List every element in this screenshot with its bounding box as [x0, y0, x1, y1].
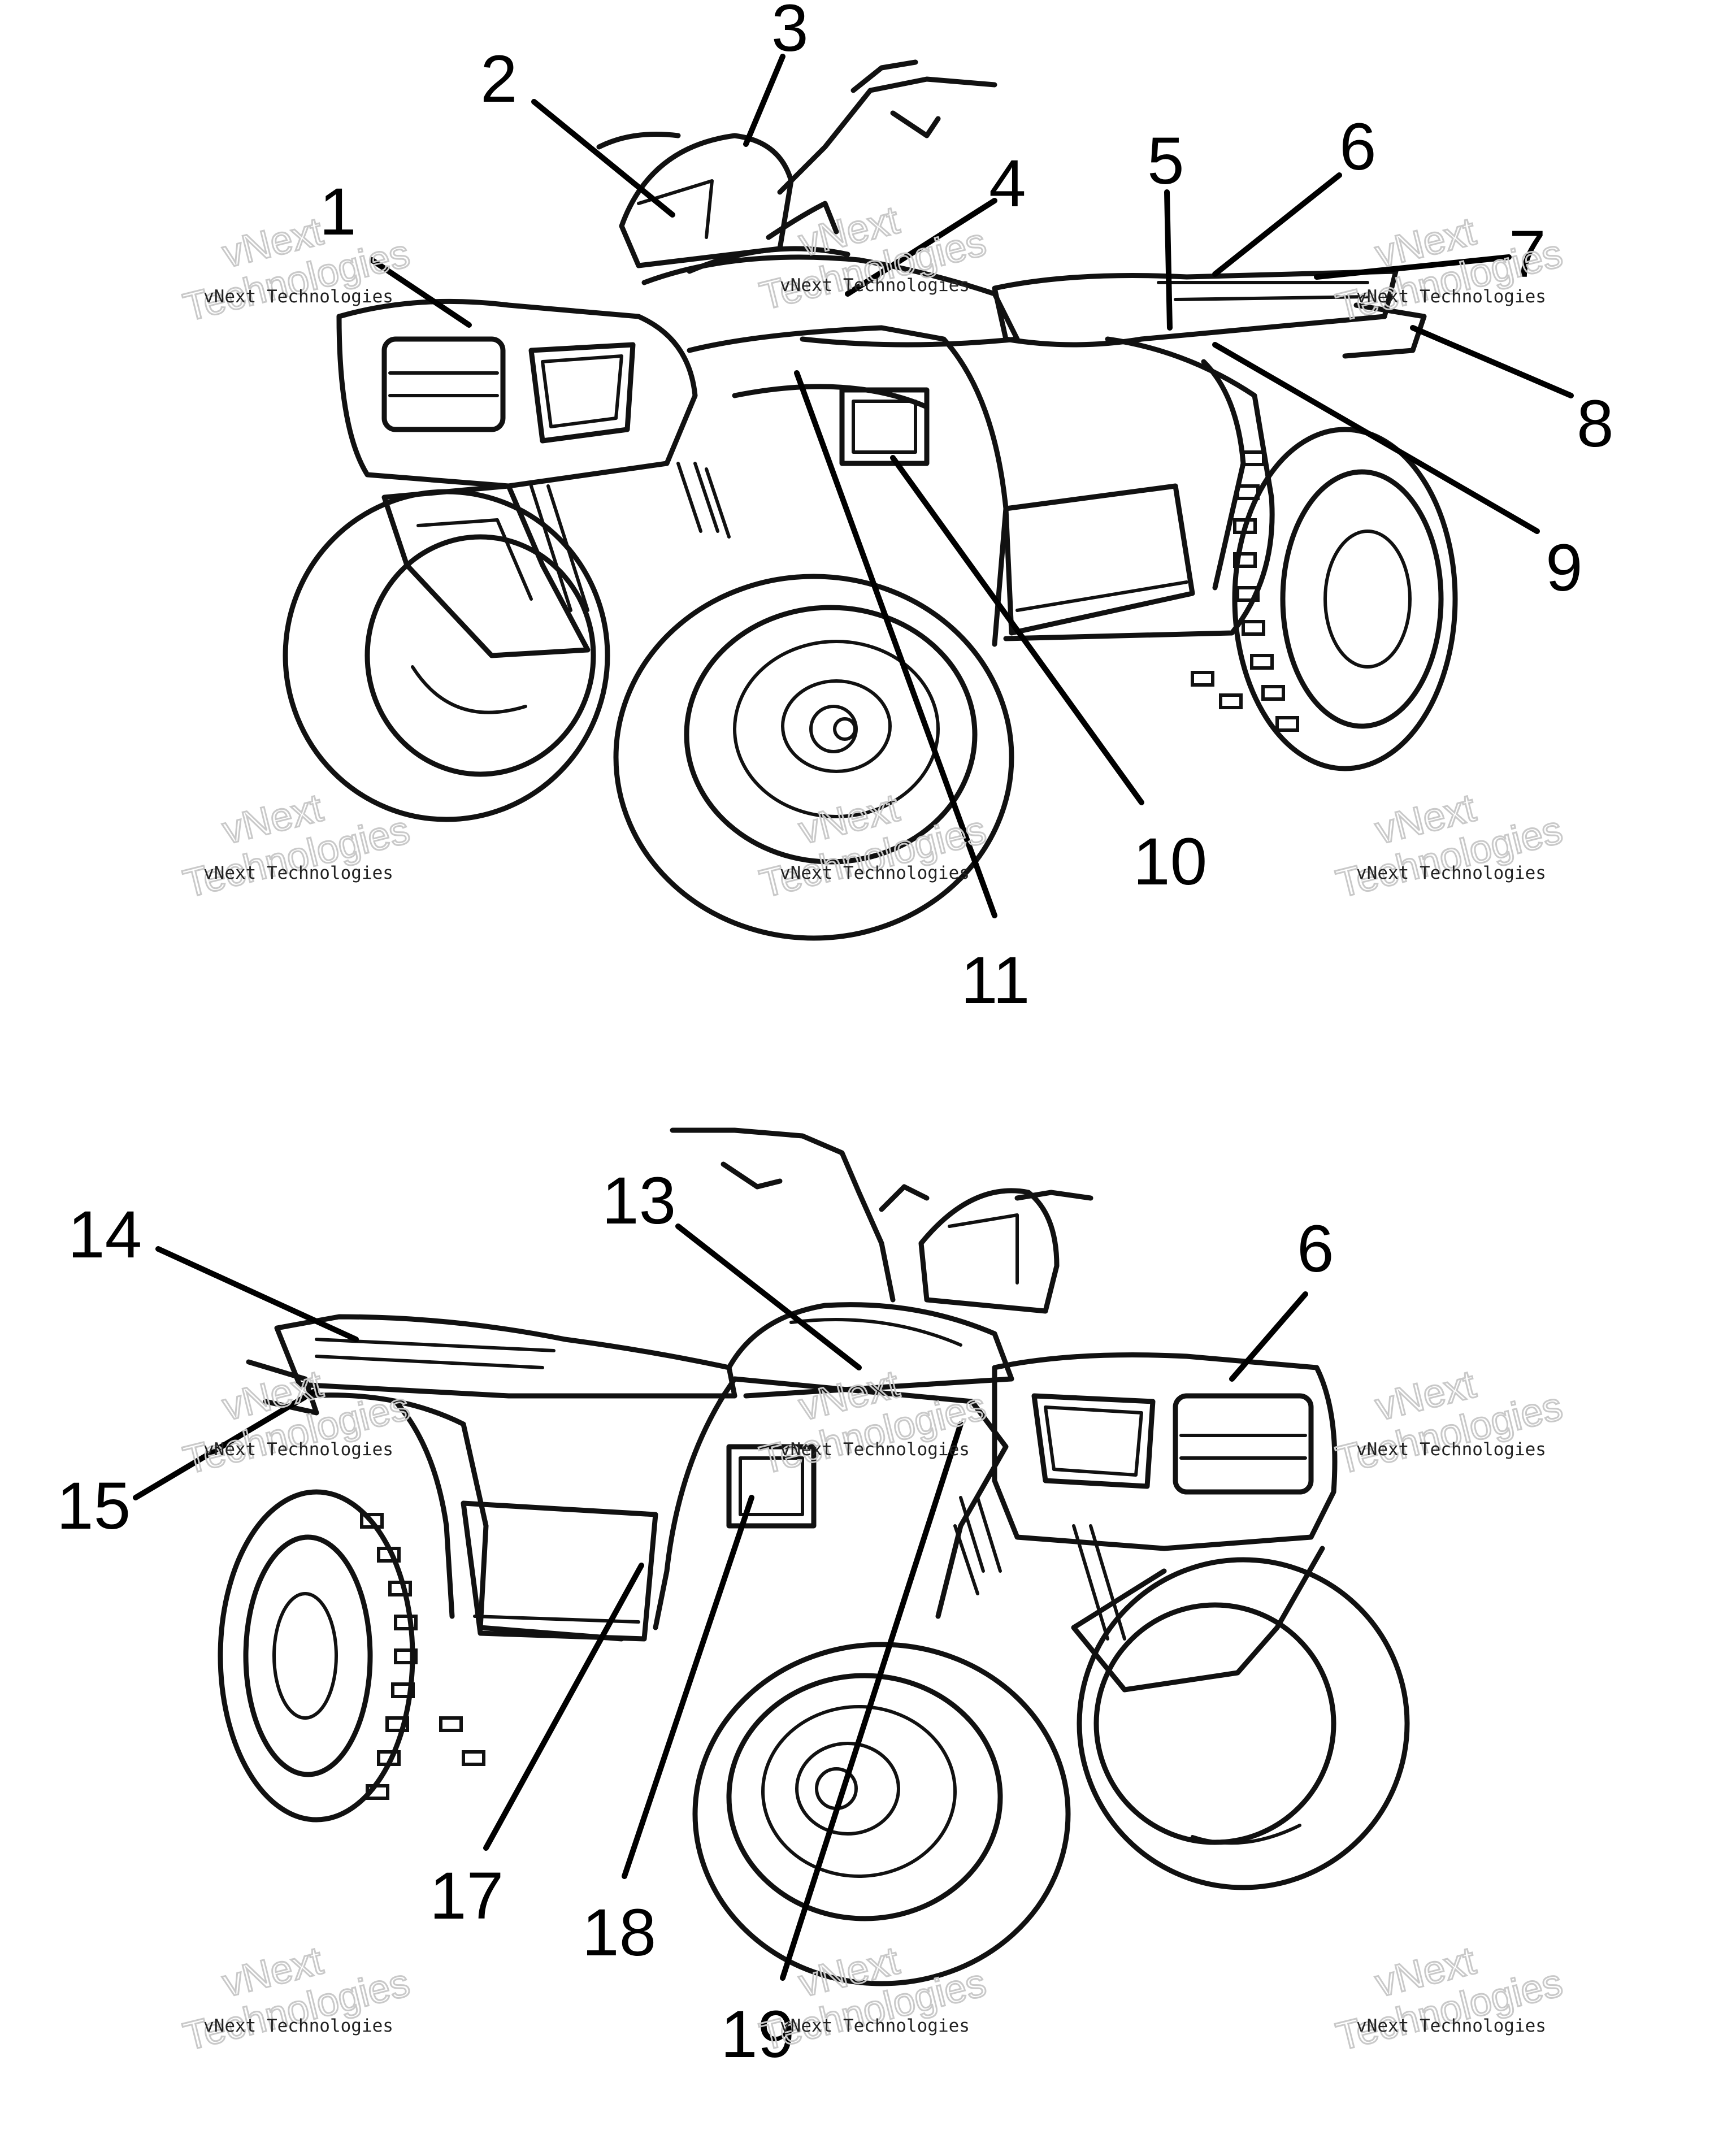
watermark: vNext Technologies vNext Technologies	[754, 197, 991, 319]
watermark: vNext Technologies vNext Technologies	[178, 208, 414, 331]
callout-18: 18	[582, 1895, 656, 1970]
svg-text:vNext Technologies: vNext Technologies	[1356, 1439, 1546, 1460]
lower-front-near-wheel	[692, 1642, 1071, 1986]
callout-2: 2	[480, 42, 518, 116]
watermark: vNext Technologies vNext Technologies	[178, 784, 414, 907]
callout-14: 14	[68, 1198, 142, 1272]
callout-3: 3	[771, 0, 809, 66]
callout-4: 4	[989, 146, 1026, 221]
atv-lower-view	[218, 1127, 1410, 1986]
lower-body	[246, 1127, 1338, 1693]
svg-text:vNext Technologies: vNext Technologies	[203, 863, 393, 883]
svg-text:vNext Technologies: vNext Technologies	[203, 1439, 393, 1460]
callout-19: 19	[721, 1997, 795, 2072]
svg-text:vNext Technologies: vNext Technologies	[203, 287, 393, 307]
svg-text:vNext Technologies: vNext Technologies	[780, 863, 970, 883]
callout-labels: 1 2 3 4 5 6 7 8 9 10 11 13 14 15 6 17 18…	[57, 0, 1614, 2072]
watermark: vNext Technologies vNext Technologies	[754, 1361, 991, 1483]
svg-text:vNext Technologies: vNext Technologies	[203, 2016, 393, 2036]
svg-text:vNext Technologies: vNext Technologies	[1356, 2016, 1546, 2036]
svg-text:vNext Technologies: vNext Technologies	[1356, 287, 1546, 307]
callout-5: 5	[1147, 124, 1184, 198]
upper-body	[336, 59, 1427, 658]
callout-7: 7	[1509, 217, 1546, 292]
atv-upper-view	[283, 59, 1458, 941]
watermark: vNext Technologies vNext Technologies	[178, 1937, 414, 2060]
upper-rear-wheel	[1191, 427, 1458, 771]
watermark: vNext Technologies vNext Technologies	[178, 1361, 414, 1483]
callout-1: 1	[319, 175, 357, 249]
watermark: vNext Technologies vNext Technologies	[1331, 1937, 1567, 2060]
upper-front-far-wheel	[283, 489, 610, 822]
callout-6: 6	[1339, 110, 1377, 184]
callout-13: 13	[602, 1164, 676, 1238]
svg-text:vNext Technologies: vNext Technologies	[780, 275, 970, 296]
upper-front-near-wheel	[613, 574, 1014, 941]
lower-front-far-wheel	[1077, 1557, 1410, 1890]
callout-15: 15	[57, 1469, 131, 1543]
svg-text:vNext Technologies: vNext Technologies	[780, 2016, 970, 2036]
callout-10: 10	[1133, 825, 1207, 899]
watermark: vNext Technologies vNext Technologies	[1331, 1361, 1567, 1483]
callout-17: 17	[429, 1859, 504, 1933]
watermark: vNext Technologies vNext Technologies	[1331, 784, 1567, 907]
callout-11: 11	[961, 943, 1030, 1018]
callout-9: 9	[1546, 531, 1583, 605]
svg-text:vNext Technologies: vNext Technologies	[1356, 863, 1546, 883]
callout-6-lower: 6	[1297, 1212, 1334, 1286]
callout-8: 8	[1577, 387, 1614, 461]
leader-lines	[133, 54, 1574, 1981]
lower-rear-wheel	[218, 1489, 485, 1823]
svg-text:vNext Technologies: vNext Technologies	[780, 1439, 970, 1460]
